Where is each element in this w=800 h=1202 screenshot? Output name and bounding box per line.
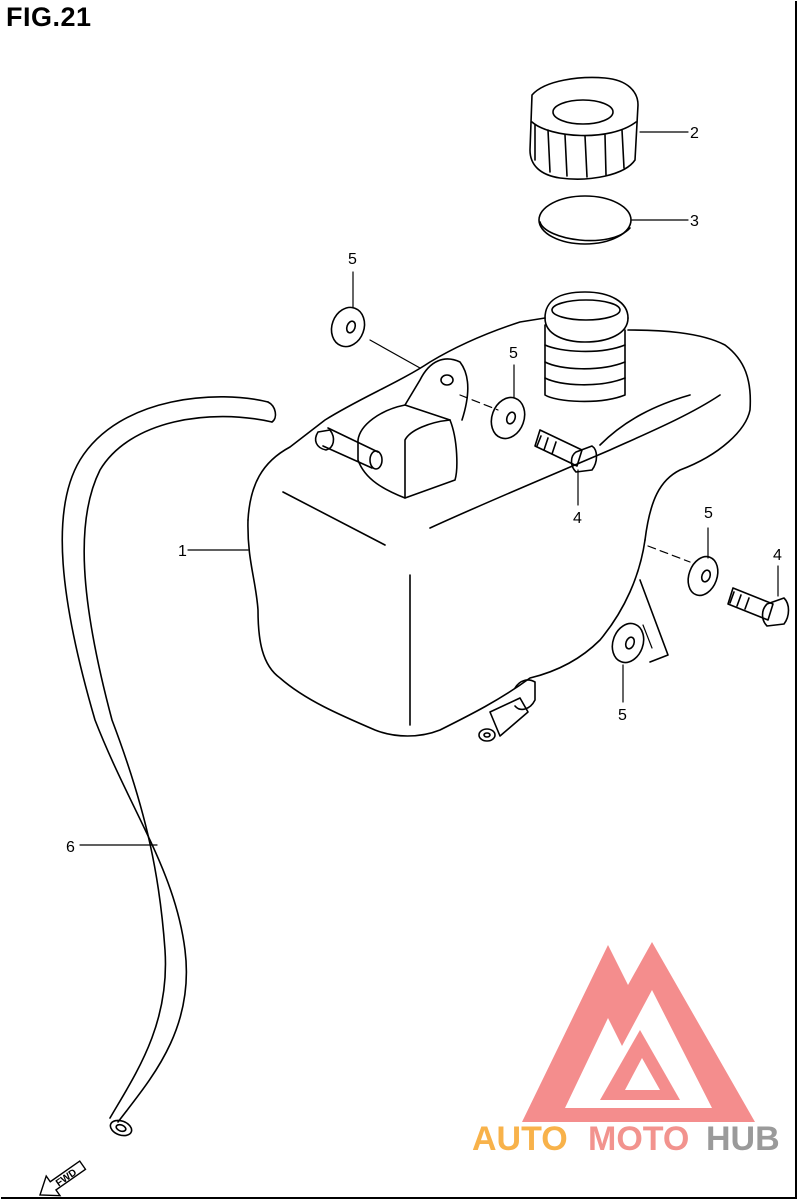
washer [611, 622, 645, 664]
callout-3: 3 [690, 213, 699, 230]
bolt [727, 587, 790, 627]
callout-5: 5 [704, 505, 713, 522]
bolt [534, 429, 598, 473]
fwd-arrow-icon: FWD [39, 1160, 87, 1197]
watermark-hub: HUB [706, 1120, 780, 1158]
washer [490, 396, 526, 440]
watermark-auto: AUTO [472, 1120, 568, 1158]
callout-4: 4 [773, 547, 782, 564]
callout-5: 5 [618, 707, 627, 724]
washer [687, 555, 719, 597]
callout-2: 2 [690, 125, 699, 142]
callout-5: 5 [509, 345, 518, 362]
reservoir-tank [247, 291, 752, 742]
callout-labels: 1 2 3 4 4 5 5 5 5 6 [66, 125, 782, 856]
watermark-logo [522, 942, 755, 1122]
hose [61, 396, 277, 1137]
washer [330, 306, 366, 348]
callout-6: 6 [66, 839, 75, 856]
reservoir-cap [529, 76, 639, 180]
callout-5: 5 [348, 251, 357, 268]
figure-title: FIG.21 [6, 2, 92, 32]
watermark-moto: MOTO [588, 1120, 689, 1158]
callout-4: 4 [573, 510, 582, 527]
callout-1: 1 [178, 543, 187, 560]
leader-lines [79, 131, 779, 846]
cap-gasket [538, 195, 632, 245]
watermark-text: AUTO MOTO HUB [472, 1120, 780, 1158]
